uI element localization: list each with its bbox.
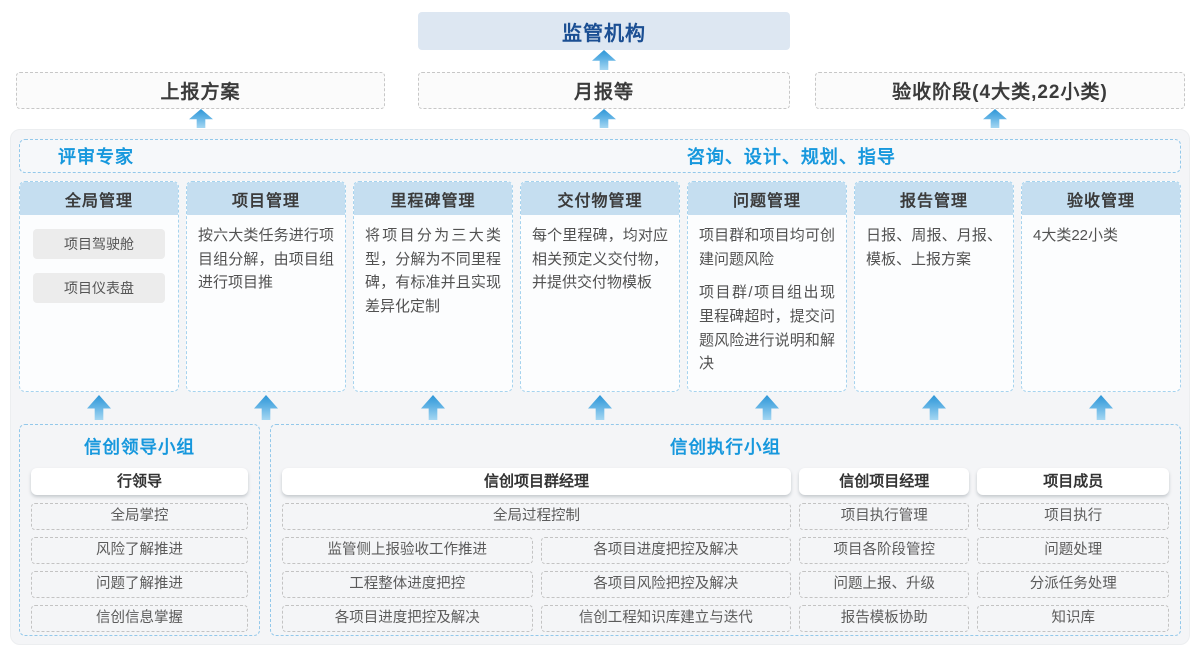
role-program-manager: 信创项目群经理 bbox=[282, 468, 792, 495]
group-title: 信创执行小组 bbox=[670, 437, 781, 457]
role-project-member: 项目成员 bbox=[977, 468, 1170, 495]
column-body: 按六大类任务进行项目组分解，由项目组进行项目推 bbox=[187, 215, 345, 311]
column-project-management: 项目管理 按六大类任务进行项目组分解，由项目组进行项目推 bbox=[186, 181, 346, 392]
column-text: 日报、周报、月报、模板、上报方案 bbox=[866, 227, 1002, 268]
duty-item: 各项目进度把控及解决 bbox=[282, 605, 533, 632]
arrow-up-icon bbox=[421, 395, 445, 420]
arrow-up-icon bbox=[592, 109, 616, 128]
duty-item: 项目各阶段管控 bbox=[799, 537, 970, 564]
block-program-manager: 信创项目群经理 全局过程控制 监管侧上报验收工作推进 工程整体进度把控 各项目进… bbox=[282, 468, 792, 639]
duty-item: 风险了解推进 bbox=[31, 537, 248, 564]
execution-columns: 信创项目群经理 全局过程控制 监管侧上报验收工作推进 工程整体进度把控 各项目进… bbox=[282, 468, 1170, 639]
column-text: 每个里程碑，均对应相关预定义交付物，并提供交付物模板 bbox=[532, 227, 668, 292]
column-title: 交付物管理 bbox=[521, 182, 679, 215]
arrow-up-icon bbox=[87, 395, 111, 420]
node-report-plan: 上报方案 bbox=[16, 72, 385, 109]
duty-item: 知识库 bbox=[977, 605, 1170, 632]
column-text: 按六大类任务进行项目组分解，由项目组进行项目推 bbox=[198, 227, 334, 292]
column-global-management: 全局管理 项目驾驶舱 项目仪表盘 bbox=[19, 181, 179, 392]
column-body: 每个里程碑，均对应相关预定义交付物，并提供交付物模板 bbox=[521, 215, 679, 311]
duty-item: 监管侧上报验收工作推进 bbox=[282, 537, 533, 564]
management-columns: 全局管理 项目驾驶舱 项目仪表盘 项目管理 按六大类任务进行项目组分解，由项目组… bbox=[19, 181, 1181, 392]
column-text: 将项目分为三大类型，分解为不同里程碑，有标准并且实现差异化定制 bbox=[365, 227, 501, 316]
role-project-manager: 信创项目经理 bbox=[799, 468, 970, 495]
group-execution: 信创执行小组 信创项目群经理 全局过程控制 监管侧上报验收工作推进 工程整体进度… bbox=[270, 424, 1181, 636]
arrow-up-icon bbox=[1089, 395, 1113, 420]
column-report-management: 报告管理 日报、周报、月报、模板、上报方案 bbox=[854, 181, 1014, 392]
duty-item: 问题上报、升级 bbox=[799, 571, 970, 598]
column-arrows-row bbox=[19, 392, 1181, 423]
node-monthly-report: 月报等 bbox=[418, 72, 790, 109]
block-project-manager: 信创项目经理 项目执行管理 项目各阶段管控 问题上报、升级 报告模板协助 bbox=[799, 468, 970, 639]
duty-item: 问题处理 bbox=[977, 537, 1170, 564]
group-leadership: 信创领导小组 行领导 全局掌控 风险了解推进 问题了解推进 信创信息掌握 bbox=[19, 424, 260, 636]
chip-project-cockpit: 项目驾驶舱 bbox=[33, 229, 165, 259]
duty-item: 各项目进度把控及解决 bbox=[540, 537, 792, 564]
node-acceptance-stage: 验收阶段(4大类,22小类) bbox=[815, 72, 1185, 109]
column-body: 4大类22小类 bbox=[1022, 215, 1180, 264]
column-body: 项目驾驶舱 项目仪表盘 bbox=[20, 215, 178, 323]
arrow-up-icon bbox=[189, 109, 213, 128]
column-title: 里程碑管理 bbox=[354, 182, 512, 215]
column-issue-management: 问题管理 项目群和项目均可创建问题风险 项目群/项目组出现里程碑超时，提交问题风… bbox=[687, 181, 847, 392]
arrow-up-icon bbox=[983, 109, 1007, 128]
duty-item: 全局过程控制 bbox=[282, 503, 792, 530]
duty-item: 分派任务处理 bbox=[977, 571, 1170, 598]
duty-item: 报告模板协助 bbox=[799, 605, 970, 632]
duty-item: 全局掌控 bbox=[31, 503, 248, 530]
chip-project-dashboard: 项目仪表盘 bbox=[33, 273, 165, 303]
duty-item: 项目执行 bbox=[977, 503, 1170, 530]
column-text: 项目群/项目组出现里程碑超时，提交问题风险进行说明和解决 bbox=[699, 284, 835, 373]
arrow-up-icon bbox=[922, 395, 946, 420]
role-bank-leader: 行领导 bbox=[31, 468, 248, 495]
column-text: 4大类22小类 bbox=[1033, 227, 1119, 244]
review-experts-label: 评审专家 bbox=[58, 147, 134, 167]
duty-item: 信创工程知识库建立与迭代 bbox=[540, 605, 792, 632]
block-project-member: 项目成员 项目执行 问题处理 分派任务处理 知识库 bbox=[977, 468, 1170, 639]
column-title: 验收管理 bbox=[1022, 182, 1180, 215]
column-title: 问题管理 bbox=[688, 182, 846, 215]
platform-panel: 评审专家 咨询、设计、规划、指导 全局管理 项目驾驶舱 项目仪表盘 项目管理 按… bbox=[10, 129, 1190, 645]
advisor-header-bar: 评审专家 咨询、设计、规划、指导 bbox=[19, 139, 1181, 173]
column-title: 项目管理 bbox=[187, 182, 345, 215]
duty-item: 问题了解推进 bbox=[31, 571, 248, 598]
arrow-up-icon bbox=[755, 395, 779, 420]
duty-item: 信创信息掌握 bbox=[31, 605, 248, 632]
arrow-up-icon bbox=[254, 395, 278, 420]
column-body: 将项目分为三大类型，分解为不同里程碑，有标准并且实现差异化定制 bbox=[354, 215, 512, 335]
column-body: 日报、周报、月报、模板、上报方案 bbox=[855, 215, 1013, 287]
arrow-up-icon bbox=[592, 50, 616, 70]
node-regulator: 监管机构 bbox=[418, 12, 790, 50]
consulting-design-label: 咨询、设计、规划、指导 bbox=[686, 147, 896, 167]
group-title: 信创领导小组 bbox=[84, 437, 195, 457]
column-text: 项目群和项目均可创建问题风险 bbox=[699, 227, 835, 268]
bottom-groups: 信创领导小组 行领导 全局掌控 风险了解推进 问题了解推进 信创信息掌握 信创执… bbox=[19, 424, 1181, 636]
duty-item: 项目执行管理 bbox=[799, 503, 970, 530]
column-title: 全局管理 bbox=[20, 182, 178, 215]
column-deliverable-management: 交付物管理 每个里程碑，均对应相关预定义交付物，并提供交付物模板 bbox=[520, 181, 680, 392]
column-title: 报告管理 bbox=[855, 182, 1013, 215]
arrow-up-icon bbox=[588, 395, 612, 420]
duty-item: 各项目风险把控及解决 bbox=[540, 571, 792, 598]
column-acceptance-management: 验收管理 4大类22小类 bbox=[1021, 181, 1181, 392]
duty-item: 工程整体进度把控 bbox=[282, 571, 533, 598]
column-body: 项目群和项目均可创建问题风险 项目群/项目组出现里程碑超时，提交问题风险进行说明… bbox=[688, 215, 846, 391]
program-manager-duty-grid: 监管侧上报验收工作推进 工程整体进度把控 各项目进度把控及解决 各项目进度把控及… bbox=[282, 537, 792, 639]
column-milestone-management: 里程碑管理 将项目分为三大类型，分解为不同里程碑，有标准并且实现差异化定制 bbox=[353, 181, 513, 392]
